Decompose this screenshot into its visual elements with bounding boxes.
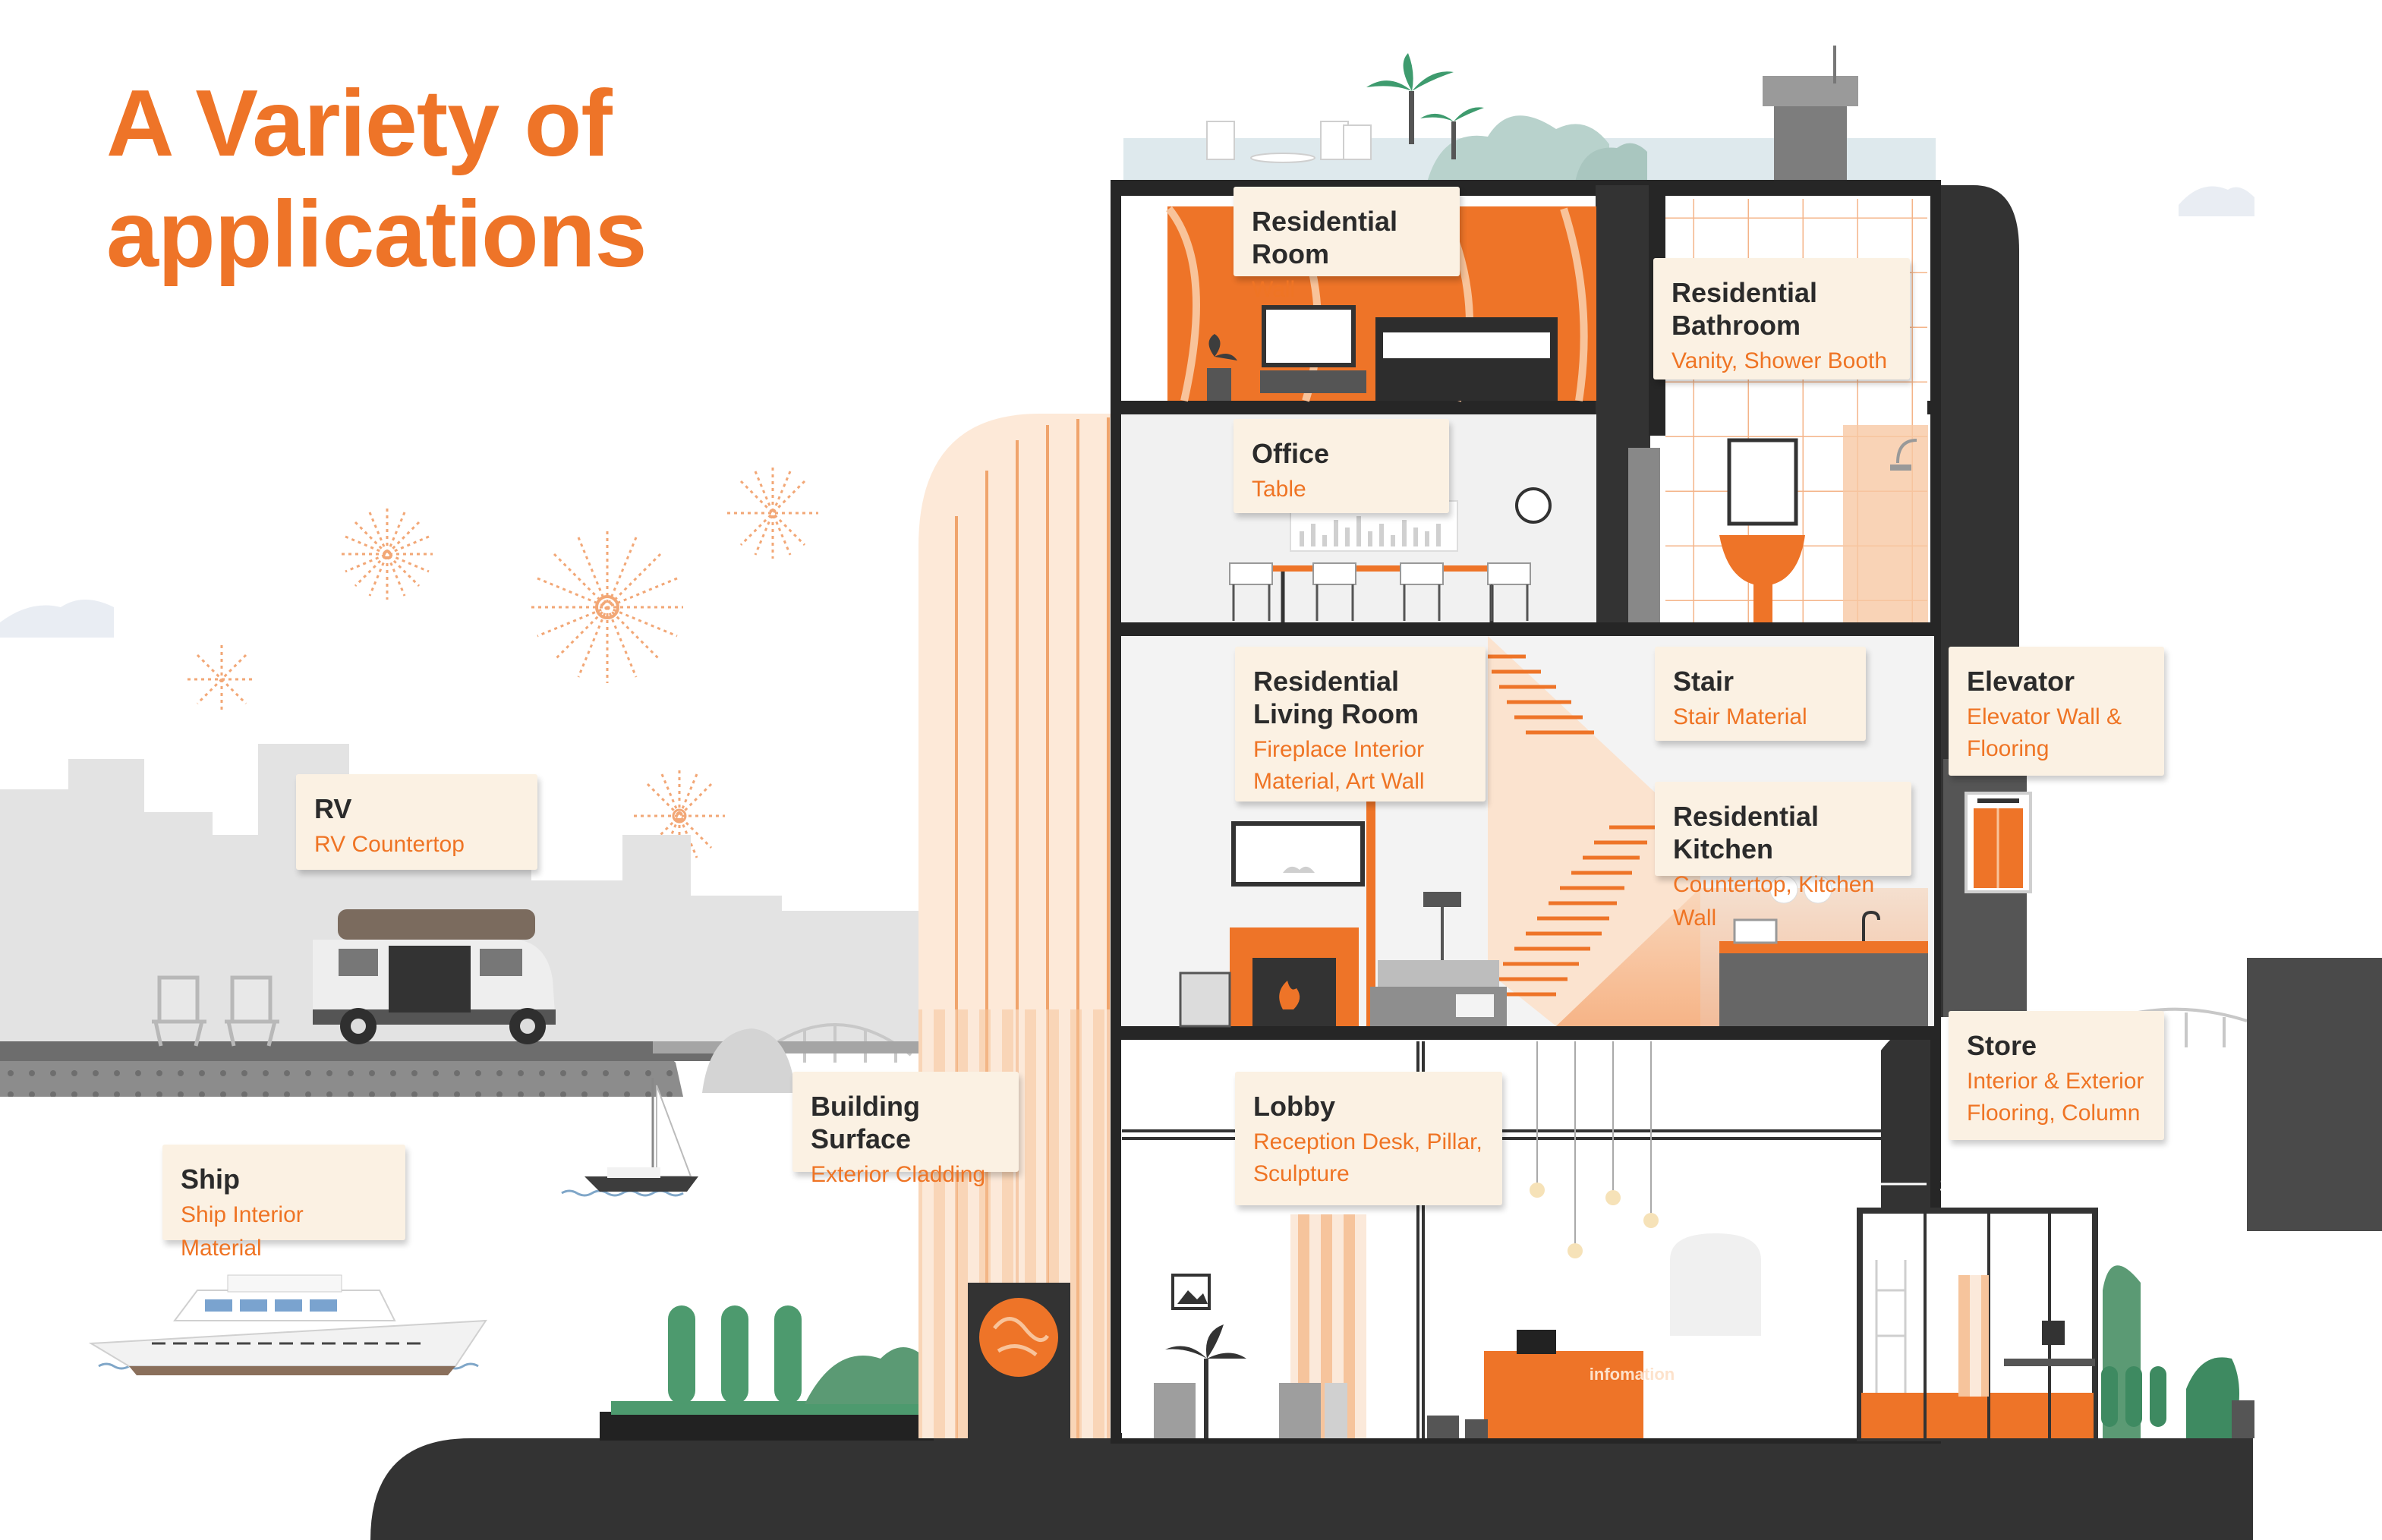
page-title: A Variety of applications bbox=[106, 68, 647, 290]
card-subtitle-line-2: Sculpture bbox=[1253, 1161, 1350, 1186]
yacht bbox=[88, 1274, 487, 1375]
card-lobby: Lobby Reception Desk, Pillar, Sculpture bbox=[1235, 1072, 1502, 1205]
card-subtitle-line-1: Elevator Wall & bbox=[1967, 704, 2122, 729]
card-building-surface: Building Surface Exterior Cladding bbox=[792, 1072, 1019, 1187]
card-subtitle: RV Countertop bbox=[314, 832, 465, 857]
card-subtitle: Ship Interior Material bbox=[181, 1202, 304, 1261]
card-subtitle-line-2: Flooring bbox=[1967, 736, 2050, 761]
store-scene bbox=[1857, 1208, 2254, 1441]
card-title: Office bbox=[1252, 438, 1330, 469]
card-title: Elevator bbox=[1967, 666, 2075, 697]
roof-chairs bbox=[1206, 121, 1372, 163]
card-title: Ship bbox=[181, 1164, 240, 1195]
card-title-line-2: Living Room bbox=[1253, 698, 1419, 729]
store-sign: STORE bbox=[1866, 1172, 2094, 1198]
card-title: Lobby bbox=[1253, 1091, 1335, 1122]
planter bbox=[600, 1305, 934, 1441]
palm-trees bbox=[1366, 53, 1484, 159]
elevator-scene bbox=[1965, 792, 2032, 893]
card-subtitle-line-2: Flooring, Column bbox=[1967, 1101, 2141, 1126]
card-residential-living-room: Residential Living Room Fireplace Interi… bbox=[1235, 647, 1486, 801]
curved-tower bbox=[918, 414, 1120, 1438]
card-elevator: Elevator Elevator Wall & Flooring bbox=[1949, 647, 2164, 776]
card-subtitle-line-1: Interior & Exterior bbox=[1967, 1069, 2144, 1094]
card-office: Office Table bbox=[1234, 419, 1449, 513]
card-subtitle-line-1: Fireplace Interior bbox=[1253, 737, 1425, 762]
ground-base bbox=[370, 1438, 2253, 1540]
card-title: Stair bbox=[1673, 666, 1735, 697]
clouds bbox=[0, 186, 2254, 638]
card-store: Store Interior & Exterior Flooring, Colu… bbox=[1949, 1011, 2164, 1140]
main-building bbox=[1111, 46, 2254, 1444]
card-title-line-1: Residential bbox=[1671, 277, 1818, 308]
road bbox=[0, 1028, 926, 1097]
card-title: Building Surface bbox=[811, 1091, 920, 1154]
fireworks bbox=[187, 468, 818, 861]
card-residential-kitchen: Residential Kitchen Countertop, Kitchen … bbox=[1655, 782, 1911, 931]
card-title: Residential Room bbox=[1252, 206, 1398, 269]
card-title-line-2: Bathroom bbox=[1671, 310, 1801, 341]
card-subtitle: Table bbox=[1252, 477, 1306, 502]
card-title: Residential Kitchen bbox=[1673, 801, 1820, 864]
residential-room-scene bbox=[1166, 206, 1596, 402]
card-rv: RV RV Countertop bbox=[296, 774, 537, 870]
lawn-chairs bbox=[152, 975, 279, 1047]
card-subtitle-line-1: Reception Desk, Pillar, bbox=[1253, 1129, 1482, 1154]
card-subtitle: Stair Material bbox=[1673, 704, 1807, 729]
page-title-line-1: A Variety of bbox=[106, 71, 613, 176]
card-stair: Stair Stair Material bbox=[1655, 647, 1866, 741]
card-subtitle: Wall bbox=[1252, 277, 1296, 302]
info-desk-sign: infomation bbox=[1590, 1365, 1675, 1384]
card-subtitle: Countertop, Kitchen Wall bbox=[1673, 872, 1875, 931]
card-ship: Ship Ship Interior Material bbox=[162, 1145, 405, 1261]
rv-van bbox=[313, 909, 556, 1044]
card-subtitle: Exterior Cladding bbox=[811, 1162, 986, 1187]
card-title-line-1: Residential bbox=[1253, 666, 1400, 697]
right-building bbox=[2247, 958, 2382, 1231]
card-residential-bathroom: Residential Bathroom Vanity, Shower Boot… bbox=[1653, 258, 1910, 379]
card-subtitle: Vanity, Shower Booth bbox=[1671, 348, 1888, 373]
card-subtitle-line-2: Material, Art Wall bbox=[1253, 769, 1425, 794]
store-sign-text: STORE bbox=[1939, 1172, 2020, 1198]
card-residential-room: Residential Room Wall bbox=[1234, 187, 1460, 302]
sailboat bbox=[584, 1078, 698, 1192]
page-title-line-2: applications bbox=[106, 182, 647, 287]
card-title: Store bbox=[1967, 1030, 2037, 1061]
stair-steps bbox=[1480, 654, 1655, 997]
card-title: RV bbox=[314, 793, 352, 824]
